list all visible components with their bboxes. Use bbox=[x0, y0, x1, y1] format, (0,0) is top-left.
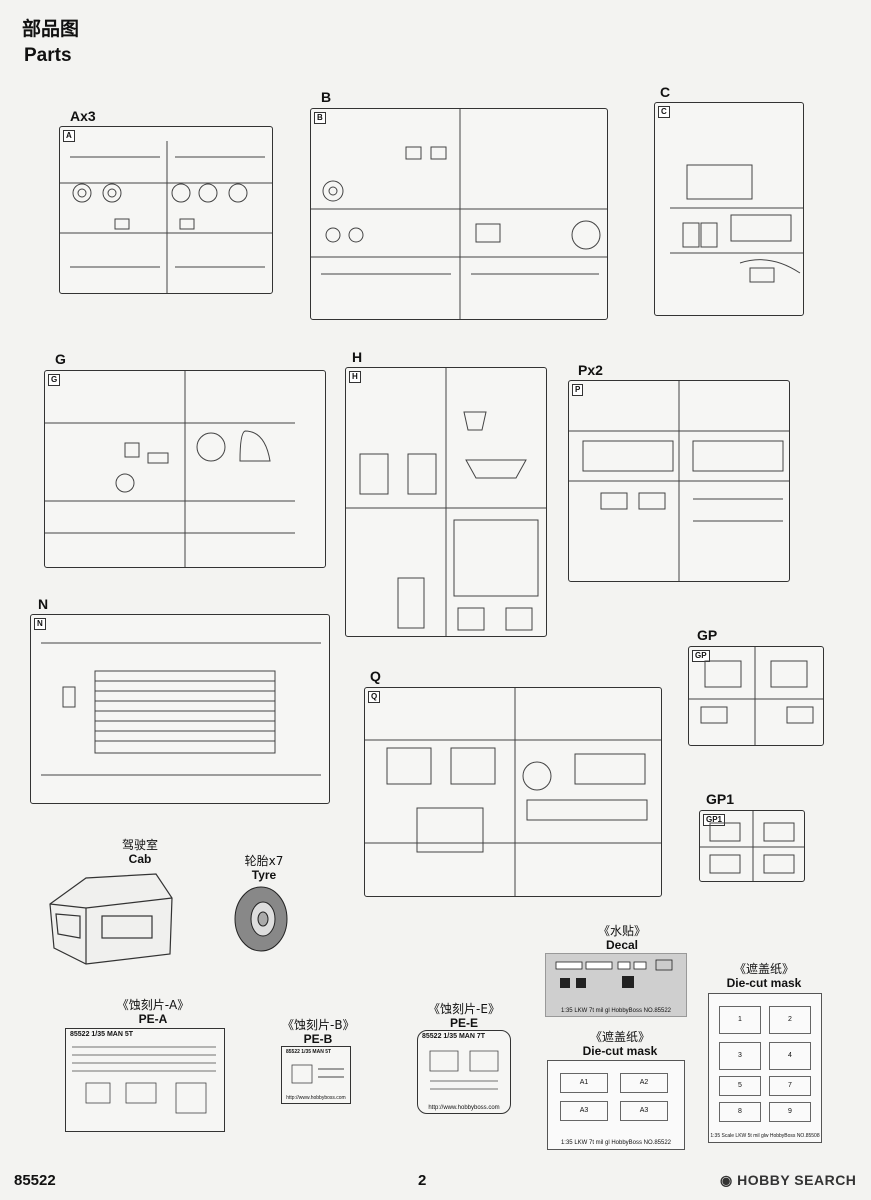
mask1-sheet-caption: 1:35 LKW 7t mil gl HobbyBoss NO.85522 bbox=[560, 1140, 672, 1146]
sprue-h: H bbox=[345, 367, 547, 637]
pe-a-header: 85522 1/35 MAN 5T bbox=[70, 1031, 134, 1038]
sprue-label-b: B bbox=[321, 89, 332, 105]
sprue-tag-g: G bbox=[48, 374, 61, 386]
mask2-cell: 1 bbox=[719, 1006, 761, 1034]
watermark: ◉ HOBBY SEARCH bbox=[720, 1172, 856, 1189]
decal-caption-en: Decal bbox=[605, 938, 639, 952]
decal-markings bbox=[555, 959, 673, 988]
mask2-cell: 4 bbox=[769, 1042, 811, 1070]
decal-caption-cn: 《水贴》 bbox=[597, 924, 646, 938]
mask1-caption-en: Die-cut mask bbox=[582, 1044, 658, 1058]
watermark-icon: ◉ bbox=[720, 1172, 738, 1188]
pe-a-caption-en: PE-A bbox=[138, 1012, 168, 1026]
pe-e-caption-en: PE-E bbox=[449, 1016, 478, 1030]
mask2-cell: 8 bbox=[719, 1102, 761, 1122]
pe-e-header: 85522 1/35 MAN 7T bbox=[422, 1033, 486, 1040]
sprue-label-gp: GP bbox=[697, 627, 718, 643]
cab-caption-cn: 驾驶室 bbox=[121, 838, 158, 852]
tyre-illustration bbox=[234, 886, 288, 952]
pe-e-url: http://www.hobbyboss.com bbox=[428, 1105, 500, 1111]
title-chinese: 部品图 bbox=[22, 18, 80, 40]
tyre-caption-cn: 轮胎x7 bbox=[244, 854, 284, 868]
sprue-gp1-parts bbox=[700, 811, 804, 881]
sprue-b-parts bbox=[311, 109, 607, 319]
sprue-tag-h: H bbox=[349, 371, 361, 383]
title-english: Parts bbox=[24, 45, 72, 66]
mask1-cell: A3 bbox=[620, 1101, 668, 1121]
sprue-tag-gp: GP bbox=[692, 650, 710, 662]
mask2-sheet-caption: 1:35 Scale LKW 5t mil glw HobbyBoss NO.8… bbox=[710, 1133, 820, 1139]
pe-b-fret: 85522 1/35 MAN 5T http://www.hobbyboss.c… bbox=[281, 1046, 351, 1104]
sprue-q-parts bbox=[365, 688, 661, 896]
cab-caption-en: Cab bbox=[128, 852, 152, 866]
mask2-caption-cn: 《遮盖纸》 bbox=[733, 962, 794, 976]
sprue-tag-n: N bbox=[34, 618, 46, 630]
mask1-cell: A2 bbox=[620, 1073, 668, 1093]
pe-e-caption-cn: 《蚀刻片-E》 bbox=[428, 1002, 500, 1016]
sprue-label-q: Q bbox=[370, 668, 381, 684]
page-number: 2 bbox=[418, 1172, 427, 1189]
sprue-gp: GP bbox=[688, 646, 824, 746]
cab-illustration bbox=[49, 873, 173, 965]
sprue-tag-a: A bbox=[63, 130, 75, 142]
sprue-q: Q bbox=[364, 687, 662, 897]
product-code: 85522 bbox=[14, 1172, 56, 1189]
mask1-cell: A1 bbox=[560, 1073, 608, 1093]
sprue-c: C bbox=[654, 102, 804, 316]
mask1-caption-cn: 《遮盖纸》 bbox=[589, 1030, 650, 1044]
sprue-label-h: H bbox=[352, 349, 363, 365]
mask2-cell: 3 bbox=[719, 1042, 761, 1070]
decal-sheet: 1:35 LKW 7t mil gl HobbyBoss NO.85522 bbox=[545, 953, 687, 1017]
sprue-g: G bbox=[44, 370, 326, 568]
mask2-cell: 5 bbox=[719, 1076, 761, 1096]
sprue-label-g: G bbox=[55, 351, 66, 367]
pe-b-parts bbox=[291, 1064, 344, 1084]
pe-b-header: 85522 1/35 MAN 5T bbox=[286, 1049, 332, 1055]
pe-b-url: http://www.hobbyboss.com bbox=[286, 1095, 346, 1101]
mask1-cell: A3 bbox=[560, 1101, 608, 1121]
sprue-n-parts bbox=[41, 642, 321, 776]
mask2-cell: 7 bbox=[769, 1076, 811, 1096]
sprue-gp-parts bbox=[689, 647, 823, 745]
mask2-sheet: 1 2 3 4 5 7 8 9 1:35 Scale LKW 5t mil gl… bbox=[708, 993, 822, 1143]
sprue-c-parts bbox=[670, 164, 803, 283]
mask1-sheet: A1 A2 A3 A3 1:35 LKW 7t mil gl HobbyBoss… bbox=[547, 1060, 685, 1150]
sprue-n: N bbox=[30, 614, 330, 804]
pe-a-parts bbox=[72, 1046, 216, 1114]
sprue-label-ax3: Ax3 bbox=[70, 108, 96, 124]
sprue-ax3-parts bbox=[60, 141, 272, 293]
sprue-label-c: C bbox=[660, 84, 671, 100]
sprue-px2: P bbox=[568, 380, 790, 582]
sprue-tag-q: Q bbox=[368, 691, 381, 703]
pe-e-parts bbox=[429, 1050, 499, 1090]
mask2-cell: 9 bbox=[769, 1102, 811, 1122]
pe-a-caption-cn: 《蚀刻片-A》 bbox=[116, 998, 190, 1012]
pe-b-caption-en: PE-B bbox=[303, 1032, 333, 1046]
sprue-px2-parts bbox=[569, 381, 789, 581]
pe-b-caption-cn: 《蚀刻片-B》 bbox=[282, 1018, 355, 1032]
sprue-label-gp1: GP1 bbox=[706, 791, 735, 807]
sprue-label-n: N bbox=[38, 596, 49, 612]
sprue-b: B bbox=[310, 108, 608, 320]
pe-e-fret: 85522 1/35 MAN 7T http://www.hobbyboss.c… bbox=[417, 1030, 511, 1114]
sprue-tag-b: B bbox=[314, 112, 326, 124]
mask2-cell: 2 bbox=[769, 1006, 811, 1034]
sprue-label-px2: Px2 bbox=[578, 362, 603, 378]
sprue-h-parts bbox=[346, 368, 546, 636]
sprue-g-parts bbox=[45, 371, 295, 567]
sprue-tag-p: P bbox=[572, 384, 584, 396]
pe-a-fret: 85522 1/35 MAN 5T bbox=[65, 1028, 225, 1132]
sprue-tag-c: C bbox=[658, 106, 670, 118]
sprue-ax3: A bbox=[59, 126, 273, 294]
mask2-caption-en: Die-cut mask bbox=[726, 976, 802, 990]
sprue-gp1: GP1 bbox=[699, 810, 805, 882]
watermark-text: HOBBY SEARCH bbox=[737, 1172, 857, 1188]
decal-sheet-caption: 1:35 LKW 7t mil gl HobbyBoss NO.85522 bbox=[560, 1008, 672, 1014]
tyre-caption-en: Tyre bbox=[251, 868, 277, 882]
